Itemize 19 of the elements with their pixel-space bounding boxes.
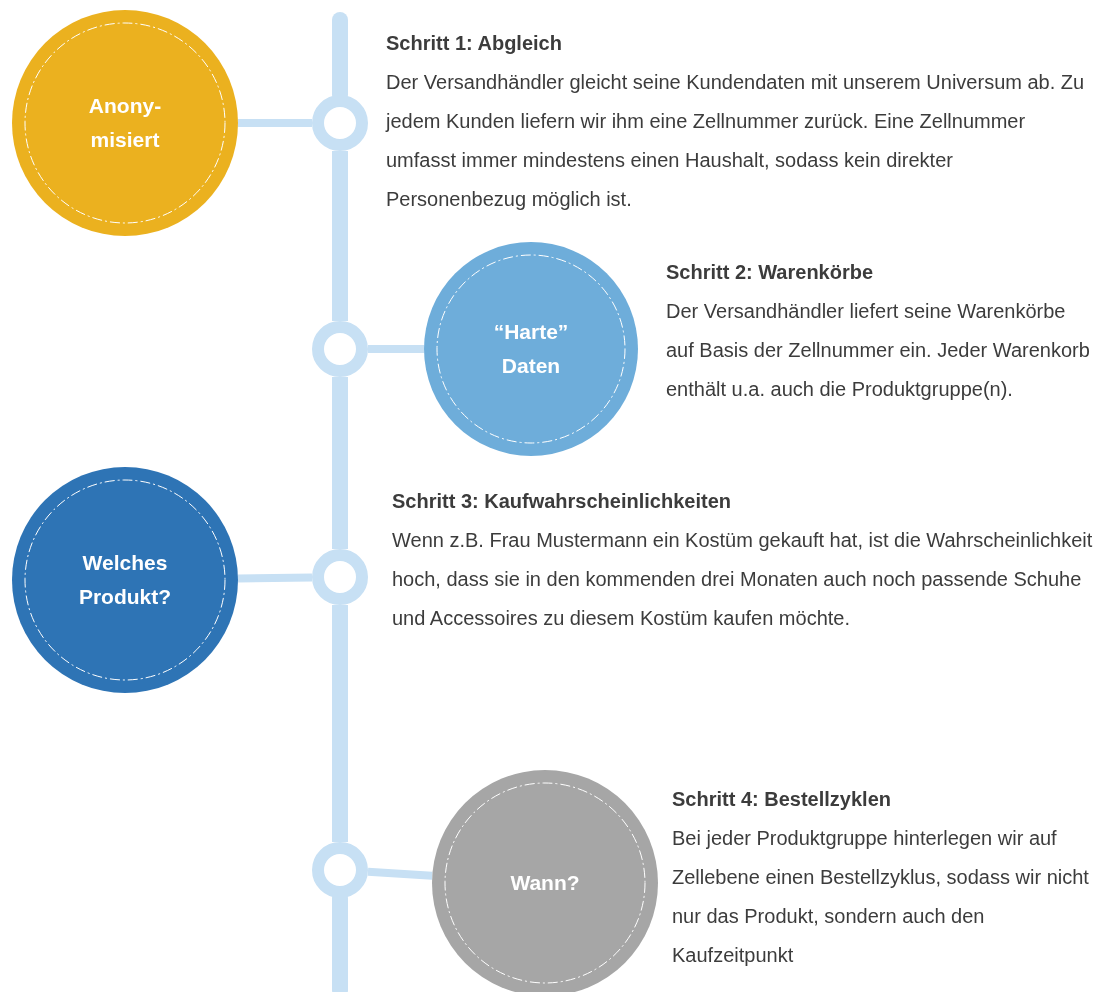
step-heading: Schritt 4: Bestellzyklen [672, 787, 892, 812]
step-heading: Schritt 2: Warenkörbe [666, 260, 875, 285]
step-description: Bei jeder Produktgruppe hinterlegen wir auf Zellebene einen Bestellzyklus, sodass wir nicht nur das Produkt, sondern auch den Kaufzeitpunkt [672, 826, 1090, 968]
timeline-line [332, 377, 348, 549]
circle-label: Anony-misiert [87, 93, 163, 153]
step-heading: Schritt 1: Abgleich [386, 31, 563, 56]
step-description: Der Versandhändler gleicht seine Kundendaten mit unserem Universum ab. Zu jedem Kunden liefern wir ihm eine Zellnummer zurück. Eine Zellnummer umfasst immer mindestens einen Haushalt, sodass kein direkter Personenbezug möglich ist. [386, 70, 1086, 212]
circle-label: “Harte” Daten [492, 319, 570, 379]
circle-label: Welches Produkt? [77, 550, 173, 610]
step-description: Wenn z.B. Frau Mustermann ein Kostüm gekauft hat, ist die Wahrscheinlichkeit hoch, dass sie in den kommenden drei Monaten auch noch passende Schuhe und Accessoires zu diesem Kostüm kaufen möchte. [392, 528, 1094, 631]
step-heading: Schritt 3: Kaufwahrscheinlichkeiten [392, 489, 732, 514]
connector-line [237, 573, 313, 583]
connector-line [238, 119, 312, 127]
timeline-line [332, 151, 348, 321]
timeline-line [332, 605, 348, 842]
step-description: Der Versandhändler liefert seine Warenkörbe auf Basis der Zellnummer ein. Jeder Warenkorb enthält u.a. auch die Produktgruppe(n). [666, 299, 1091, 402]
connector-line [367, 867, 433, 880]
connector-line [368, 345, 424, 353]
circle-label: Wann? [509, 870, 581, 896]
